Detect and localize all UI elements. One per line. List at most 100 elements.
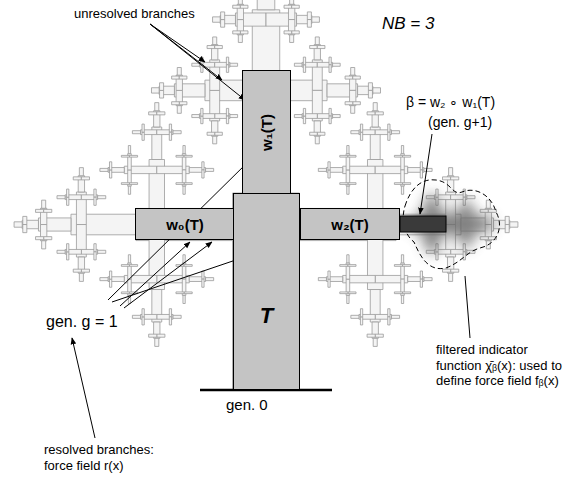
branch-outline [23, 225, 27, 233]
branch-outline [388, 132, 390, 140]
branch-outline [42, 200, 46, 208]
branch-outline [368, 90, 372, 98]
branch-outline [184, 183, 192, 185]
branch-outline [109, 170, 111, 178]
branch-outline [121, 155, 129, 157]
generation-label: gen. g = 1 [46, 312, 118, 331]
branch-outline [403, 292, 411, 294]
branch-outline [179, 102, 187, 105]
branch-outline [207, 132, 215, 135]
branch-outline [451, 177, 459, 180]
branch-outline [303, 108, 305, 116]
branch-outline [81, 177, 89, 180]
branch-outline [176, 292, 184, 294]
branch-outline [109, 279, 111, 287]
branch-outline [109, 162, 111, 170]
branch-outline [44, 237, 52, 240]
branch-outline [206, 168, 214, 171]
branch-outline [94, 252, 96, 260]
branch-outline [100, 278, 108, 281]
branch-outline [391, 315, 399, 318]
branch-outline [329, 57, 331, 65]
branch-outline [367, 334, 375, 337]
branch-outline [403, 265, 411, 267]
branch-outline [128, 146, 130, 154]
branch-outline [238, 35, 242, 43]
branch-outline [184, 292, 192, 294]
branch-outline [79, 273, 83, 281]
branch-outline [173, 315, 181, 318]
branch-outline [142, 317, 144, 325]
branch-outline [318, 168, 326, 171]
branch-outline [155, 103, 159, 111]
branch-outline [290, 0, 294, 4]
branch-outline [360, 309, 362, 317]
branch-outline [436, 252, 438, 260]
branch-outline [403, 183, 411, 185]
branch-outline [184, 155, 192, 157]
branch-outline [98, 250, 106, 253]
branch-outline [176, 183, 184, 185]
branch-outline [230, 63, 238, 66]
branch-outline [368, 83, 372, 91]
branch-outline [328, 279, 330, 287]
branch-outline [67, 189, 69, 197]
branch-outline [347, 255, 349, 263]
branch-outline [373, 103, 377, 111]
branch-outline [98, 196, 106, 199]
branch-outline [373, 88, 381, 93]
parameter-label: NB = 3 [382, 14, 434, 34]
branch-outline [149, 334, 157, 337]
branch-outline [226, 116, 228, 124]
branch-outline [151, 88, 159, 93]
branch-outline [192, 63, 200, 66]
branch-label: T [260, 303, 273, 329]
branch-outline [183, 146, 185, 154]
branch-label: w₁(T) [258, 113, 275, 150]
callout-label: resolved branches: force field r(x) [44, 442, 174, 473]
branch-outline [215, 46, 223, 49]
branch-outline [202, 170, 204, 178]
branch-outline [318, 278, 326, 281]
branch-outline [79, 168, 83, 176]
branch-outline [375, 112, 383, 115]
branch-outline [310, 132, 318, 135]
branch-outline [388, 309, 390, 317]
branch-outline [94, 244, 96, 252]
branch-outline [73, 269, 81, 272]
branch-outline [67, 244, 69, 252]
branch-outline [505, 216, 509, 224]
branch-outline [290, 35, 294, 43]
branch-outline [142, 309, 144, 317]
branch-outline [307, 20, 311, 28]
generation-label: gen. 0 [226, 396, 268, 414]
branch-outline [284, 5, 292, 8]
branch-outline [202, 279, 204, 287]
generation-label: (gen. g+1) [428, 114, 492, 131]
branch-outline [463, 189, 465, 197]
branch-outline [128, 255, 130, 263]
branch-outline [129, 183, 137, 185]
branch-outline [169, 124, 171, 132]
branch-outline [14, 222, 22, 227]
branch-outline [333, 115, 341, 118]
branch-outline [184, 265, 192, 267]
branch-outline [315, 37, 319, 45]
branch-label: w₂(T) [331, 216, 369, 233]
branch-outline [315, 136, 319, 144]
branch-outline [360, 124, 362, 132]
branch-outline [307, 12, 311, 20]
branch-outline [201, 108, 203, 116]
branch-outline [360, 132, 362, 140]
branch-outline [420, 279, 422, 287]
branch-outline [348, 155, 356, 157]
branch-outline [128, 186, 130, 194]
branch-outline [202, 271, 204, 279]
branch-outline [329, 65, 331, 73]
branch-outline [467, 196, 475, 199]
branch-box: w₂(T) [300, 208, 400, 240]
branch-outline [213, 37, 217, 45]
branch-outline [348, 292, 356, 294]
branch-outline [451, 269, 459, 272]
